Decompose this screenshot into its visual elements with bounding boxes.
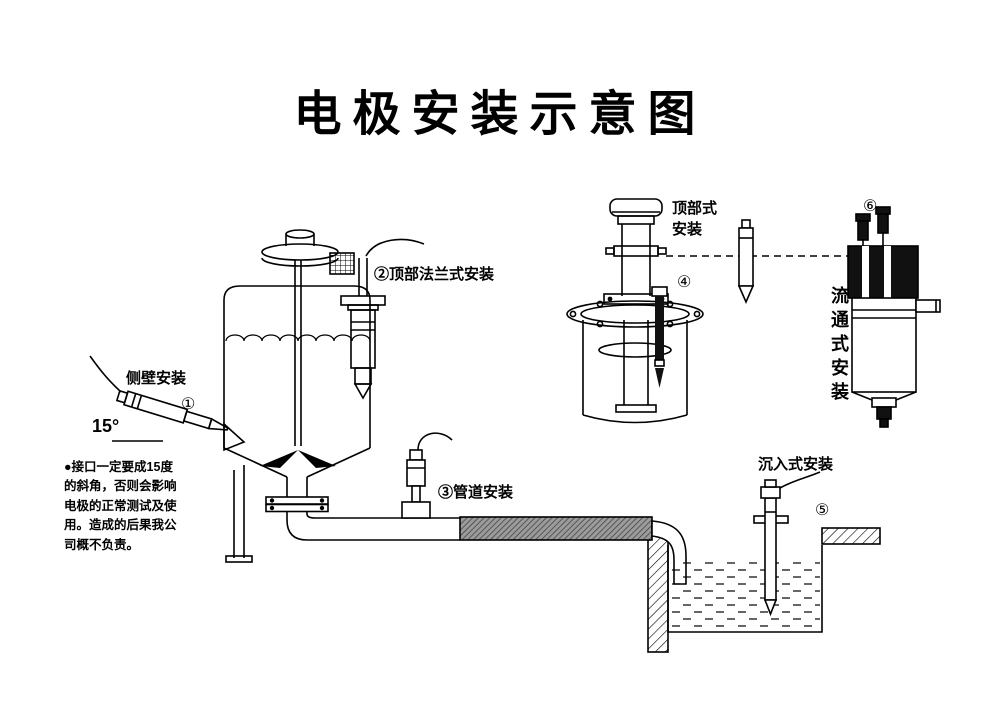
label-submerged-install: 沉入式安装 <box>758 456 834 473</box>
submerged-electrode <box>753 471 821 617</box>
side-wall-electrode <box>89 355 246 452</box>
label-number-5: ⑤ <box>815 502 830 519</box>
top-mount-vessel <box>566 198 704 424</box>
label-number-6: ⑥ <box>863 198 878 215</box>
label-side-wall-install: 侧壁安装 <box>126 370 187 387</box>
tank-assembly <box>223 229 371 563</box>
page-title: 电极安装示意图 <box>293 88 707 141</box>
label-top-flange-install: ②顶部法兰式安装 <box>374 266 495 283</box>
drain-pipe <box>265 496 460 541</box>
probe-electrode <box>666 219 848 304</box>
label-pipeline-install: ③管道安装 <box>438 484 514 501</box>
label-angle-15deg: 15° <box>92 416 120 436</box>
label-number-4: ④ <box>677 274 692 291</box>
wall-and-basin <box>459 516 881 653</box>
label-top-type-install: 顶部式 安装 <box>672 200 718 238</box>
pipeline-electrode <box>401 432 453 519</box>
top-flange-electrode <box>340 238 425 400</box>
label-number-1: ① <box>181 396 196 413</box>
note-text: ●接口一定要成15度 的斜角，否则会影响 电极的正常测试及使 用。造成的后果我公… <box>64 460 177 552</box>
label-flow-through-install: 流通式安装 <box>829 286 849 406</box>
flow-cell <box>847 206 941 428</box>
